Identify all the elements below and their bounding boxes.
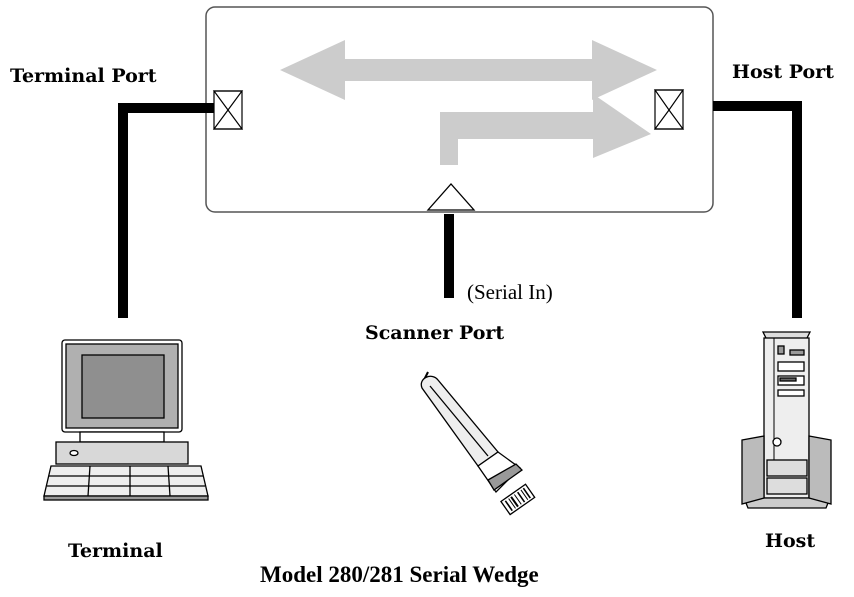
terminal-cable xyxy=(118,103,214,318)
serial-in-label: (Serial In) xyxy=(467,280,553,304)
scanner-port-label: Scanner Port xyxy=(365,322,505,344)
host-port-connector xyxy=(653,89,685,130)
bidirectional-arrow xyxy=(280,40,657,100)
host-port-label: Host Port xyxy=(732,61,834,83)
scanner-to-host-arrow xyxy=(440,94,651,165)
scanner-icon xyxy=(420,371,536,516)
host-label: Host xyxy=(765,530,816,552)
host-cable xyxy=(713,101,802,318)
scanner-port-connector xyxy=(426,183,476,211)
diagram-caption: Model 280/281 Serial Wedge xyxy=(260,562,539,587)
wedge-box xyxy=(205,6,714,213)
terminal-label: Terminal xyxy=(68,540,163,562)
host-icon xyxy=(741,331,832,509)
terminal-icon xyxy=(43,339,209,501)
terminal-port-label: Terminal Port xyxy=(10,65,157,87)
